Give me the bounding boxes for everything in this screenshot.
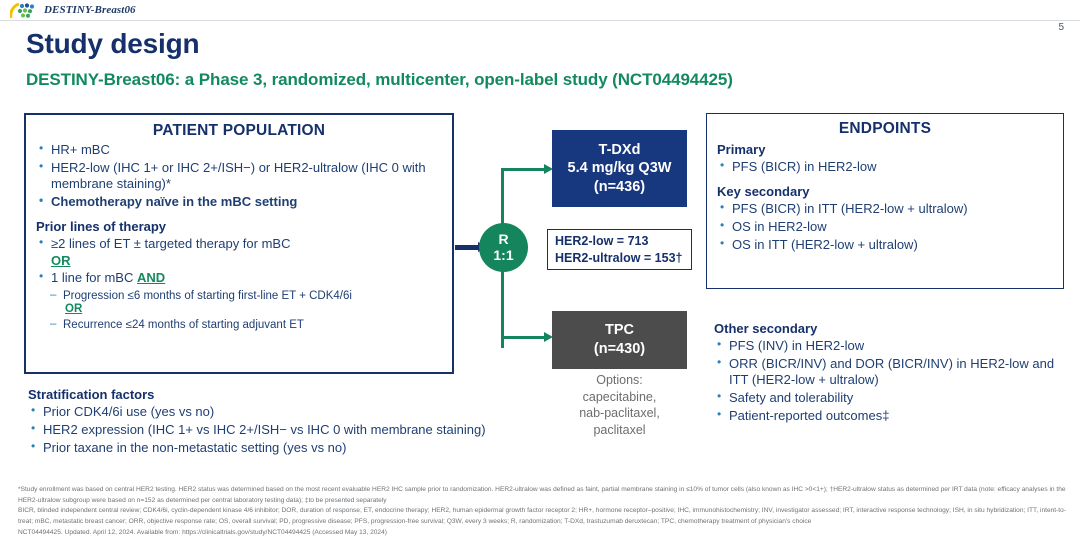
tpc-options-label: Options: — [596, 373, 643, 387]
list-item: Patient-reported outcomes‡ — [714, 407, 1066, 424]
key-secondary-heading: Key secondary — [717, 184, 810, 200]
patient-population-box: PATIENT POPULATION HR+ mBC HER2-low (IHC… — [24, 113, 454, 374]
destiny-breast-logo-icon — [9, 2, 40, 19]
tdxd-dose: 5.4 mg/kg Q3W — [567, 160, 672, 177]
list-item: Prior CDK4/6i use (yes vs no) — [28, 403, 548, 420]
tpc-options: Options: capecitabine, nab-paclitaxel, p… — [542, 372, 697, 438]
tpc-n: (n=430) — [593, 341, 646, 357]
prior-lines-sublist: Progression ≤6 months of starting first-… — [48, 288, 442, 303]
list-item: OS in HER2-low — [717, 218, 1053, 235]
patient-population-heading: PATIENT POPULATION — [152, 122, 326, 139]
list-item: PFS (BICR) in HER2-low — [717, 158, 1053, 175]
page-number: 5 — [1058, 22, 1064, 33]
prior-lines-heading: Prior lines of therapy — [36, 219, 167, 235]
list-item: PFS (BICR) in ITT (HER2-low + ultralow) — [717, 200, 1053, 217]
prior-line-2-text: 1 line for mBC — [51, 269, 137, 285]
footnote-line-2: BICR, blinded independent central review… — [18, 507, 1067, 526]
list-item: HER2 expression (IHC 1+ vs IHC 2+/ISH− v… — [28, 421, 548, 438]
page-subtitle: DESTINY-Breast06: a Phase 3, randomized,… — [26, 70, 733, 89]
list-item: OS in ITT (HER2-low + ultralow) — [717, 236, 1053, 253]
primary-endpoints-list: PFS (BICR) in HER2-low — [717, 158, 1053, 175]
subgroup-counts-box: HER2-low = 713 HER2-ultralow = 153† — [547, 229, 692, 270]
header-bar: DESTINY-Breast06 — [0, 0, 1080, 21]
footnote-line-1: *Study enrollment was based on central H… — [18, 486, 1066, 504]
stratification-list: Prior CDK4/6i use (yes vs no) HER2 expre… — [28, 403, 548, 456]
her2-ultralow-count: HER2-ultralow = 153† — [555, 250, 683, 265]
page-title: Study design — [26, 28, 200, 59]
list-item: HR+ mBC — [36, 141, 442, 158]
randomization-label: R — [498, 231, 509, 248]
other-secondary-list: PFS (INV) in HER2-low ORR (BICR/INV) and… — [714, 337, 1066, 425]
primary-endpoints-heading: Primary — [717, 142, 766, 157]
list-item: HER2-low (IHC 1+ or IHC 2+/ISH−) or HER2… — [36, 159, 442, 192]
list-item: Prior taxane in the non-metastatic setti… — [28, 439, 548, 456]
tpc-name: TPC — [605, 322, 634, 339]
her2-low-count: HER2-low = 713 — [555, 234, 649, 249]
stratification-section: Stratification factors Prior CDK4/6i use… — [28, 387, 548, 456]
and-connector: AND — [136, 269, 166, 285]
list-item: ≥2 lines of ET ± targeted therapy for mB… — [36, 235, 442, 252]
randomization-ratio: 1:1 — [493, 246, 514, 263]
tpc-arm-box: TPC (n=430) — [552, 311, 687, 369]
prior-lines-list-2: 1 line for mBC AND — [36, 269, 442, 286]
arrow-to-tdxd-icon — [501, 164, 553, 174]
tdxd-n: (n=436) — [593, 178, 646, 195]
list-item: ORR (BICR/INV) and DOR (BICR/INV) in HER… — [714, 355, 1066, 388]
randomization-node: R 1:1 — [479, 223, 528, 272]
footnote-line-3: NCT04494425. Updated. April 12, 2024. Av… — [18, 528, 387, 536]
list-item: Recurrence ≤24 months of starting adjuva… — [48, 317, 442, 332]
brand-name: DESTINY-Breast06 — [44, 4, 136, 16]
endpoints-heading: ENDPOINTS — [838, 120, 932, 137]
key-secondary-list: PFS (BICR) in ITT (HER2-low + ultralow) … — [717, 200, 1053, 253]
tpc-options-list: capecitabine, nab-paclitaxel, paclitaxel — [579, 389, 660, 437]
other-secondary-section: Other secondary PFS (INV) in HER2-low OR… — [714, 321, 1066, 425]
list-item: PFS (INV) in HER2-low — [714, 337, 1066, 354]
entry-arrow-icon — [455, 242, 486, 252]
or-connector-1: OR — [51, 252, 71, 268]
list-item: Progression ≤6 months of starting first-… — [48, 288, 442, 303]
list-item: Safety and tolerability — [714, 389, 1066, 406]
stratification-heading: Stratification factors — [28, 387, 155, 402]
arrow-to-tpc-icon — [501, 332, 553, 342]
endpoints-box: ENDPOINTS Primary PFS (BICR) in HER2-low… — [706, 113, 1064, 289]
patient-population-bullets: HR+ mBC HER2-low (IHC 1+ or IHC 2+/ISH−)… — [36, 141, 442, 210]
prior-lines-list: ≥2 lines of ET ± targeted therapy for mB… — [36, 235, 442, 252]
list-item: 1 line for mBC AND — [36, 269, 442, 286]
or-connector-2: OR — [65, 302, 83, 315]
prior-lines-sublist-2: Recurrence ≤24 months of starting adjuva… — [48, 317, 442, 332]
other-secondary-heading: Other secondary — [714, 321, 818, 336]
footnotes: *Study enrollment was based on central H… — [18, 485, 1076, 538]
list-item: Chemotherapy naïve in the mBC setting — [36, 193, 442, 210]
tdxd-name: T-DXd — [598, 141, 641, 158]
tdxd-arm-box: T-DXd 5.4 mg/kg Q3W (n=436) — [552, 130, 687, 207]
